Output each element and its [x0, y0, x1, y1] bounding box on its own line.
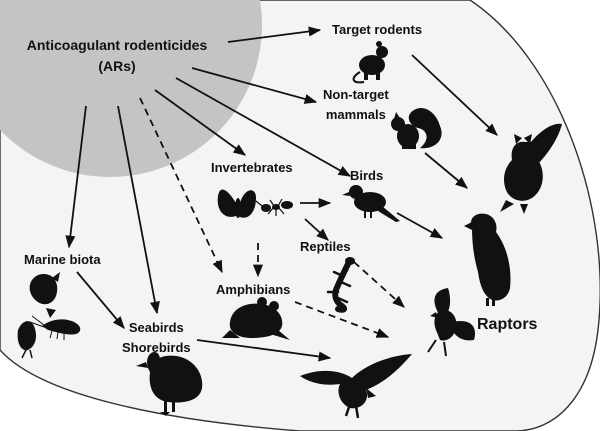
arrow-ars-to-marine-biota	[65, 105, 87, 249]
arrow-ars-to-seabirds	[117, 105, 160, 315]
duck-icon	[136, 352, 203, 416]
lizard-icon	[326, 257, 355, 313]
ant-icon	[255, 198, 293, 216]
frog-icon	[222, 297, 290, 340]
arrow-ars-to-birds	[175, 77, 352, 177]
hawk-icon	[464, 213, 511, 306]
arrow-ars-to-amphibians	[139, 97, 223, 274]
owl-icon	[500, 123, 562, 214]
arrow-nontarget-to-raptors	[424, 152, 468, 189]
target-rodents-label: Target rodents	[332, 22, 423, 37]
crab-icon	[17, 321, 36, 359]
arrow-seabirds-to-raptors	[196, 339, 332, 362]
nontarget-mammals-label: Non-target mammals	[323, 85, 389, 125]
fish-icon	[29, 272, 60, 318]
nontarget-label-line1: Non-target	[323, 87, 389, 102]
arrow-target-rodents-to-raptors	[411, 54, 498, 136]
arrow-amphibians-to-raptors	[294, 301, 390, 338]
arrow-marine-to-seabirds	[76, 271, 125, 329]
squirrel-icon	[391, 107, 442, 149]
amphibians-label: Amphibians	[216, 282, 291, 297]
reptiles-label: Reptiles	[300, 239, 351, 254]
eagle-icon	[300, 354, 412, 419]
arrow-ars-to-target-rodents	[227, 26, 322, 43]
arrow-ars-to-invertebrates	[154, 89, 247, 156]
birds-label: Birds	[350, 168, 384, 183]
raptor-icon	[427, 288, 476, 357]
arrow-birds-to-raptors	[396, 212, 444, 239]
source-label-line1: Anticoagulant rodenticides	[26, 37, 208, 53]
invertebrates-label: Invertebrates	[211, 160, 293, 175]
source-disc	[0, 0, 262, 177]
songbird-icon	[342, 185, 400, 222]
arrow-ars-to-nontarget-mammals	[191, 67, 318, 104]
source-label-box: Anticoagulant rodenticides (ARs)	[6, 35, 228, 77]
arrow-invertebrates-to-reptiles	[304, 218, 329, 241]
marine-biota-label: Marine biota	[24, 252, 101, 267]
nontarget-label-line2: mammals	[325, 107, 386, 122]
seabirds-shorebirds-label: Seabirds Shorebirds	[122, 318, 191, 358]
moth-icon	[217, 189, 256, 218]
source-label-line2: (ARs)	[98, 58, 136, 74]
shrimp-icon	[29, 315, 81, 340]
rodent-icon	[352, 41, 388, 84]
seabirds-label-line2: Shorebirds	[122, 340, 191, 355]
raptors-label: Raptors	[477, 316, 538, 333]
seabirds-label-line1: Seabirds	[128, 320, 184, 335]
